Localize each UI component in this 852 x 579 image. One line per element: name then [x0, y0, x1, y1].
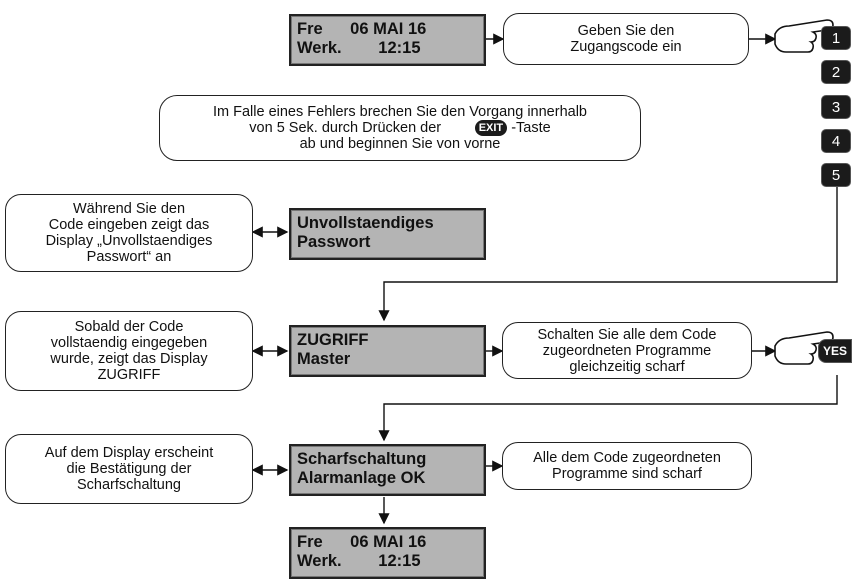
note-line: Auf dem Display erscheint	[44, 445, 214, 461]
display-incomplete: Unvollstaendiges Passwort	[289, 208, 486, 260]
display-line-1: Unvollstaendiges	[297, 214, 434, 232]
note-line: ab und beginnen Sie von vorne	[299, 136, 501, 153]
display-line-2: Alarmanlage OK	[297, 469, 426, 487]
note-line: zugeordneten Programme	[542, 342, 712, 359]
note-confirm: Auf dem Display erscheint die Bestätigun…	[5, 434, 253, 504]
display-line-2: Passwort	[297, 233, 371, 251]
note-line: Code eingeben zeigt das	[48, 217, 210, 233]
display-end: Fre 06 MAI 16 Werk. 12:15	[289, 527, 486, 579]
display-line-1: ZUGRIFF	[297, 331, 369, 349]
key-1[interactable]: 1	[821, 26, 851, 50]
note-line: Alle dem Code zugeordneten	[533, 450, 721, 466]
note-line: Sobald der Code	[74, 319, 184, 335]
exit-key: EXIT	[474, 120, 508, 137]
note-line: Passwort“ an	[86, 249, 172, 265]
note-line: gleichzeitig scharf	[569, 358, 685, 375]
note-line: Zugangscode ein	[570, 39, 682, 55]
note-line: Schalten Sie alle dem Code	[537, 326, 717, 343]
display-armed: Scharfschaltung Alarmanlage OK	[289, 444, 486, 496]
note-line: wurde, zeigt das Display	[50, 351, 208, 367]
key-2[interactable]: 2	[821, 60, 851, 84]
key-5[interactable]: 5	[821, 163, 851, 187]
note-error-reset: Im Falle eines Fehlers brechen Sie den V…	[159, 95, 641, 161]
note-line: Im Falle eines Fehlers brechen Sie den V…	[212, 103, 587, 120]
note-arm-all: Schalten Sie alle dem Code zugeordneten …	[502, 322, 752, 379]
note-text: von 5 Sek. durch Drücken der	[249, 119, 442, 136]
exit-key-icon: EXIT	[445, 120, 508, 137]
yes-key[interactable]: YES	[818, 339, 852, 363]
note-text: -Taste	[511, 119, 551, 136]
note-code-complete: Sobald der Code vollstaendig eingegeben …	[5, 311, 253, 391]
key-4[interactable]: 4	[821, 129, 851, 153]
display-line-2: Werk. 12:15	[297, 552, 421, 570]
display-access: ZUGRIFF Master	[289, 325, 486, 377]
display-line-2: Werk. 12:15	[297, 39, 421, 57]
hand-pointer-icon	[774, 331, 834, 365]
note-line: Programme sind scharf	[552, 466, 702, 482]
note-line: Geben Sie den	[577, 23, 675, 39]
note-while-typing: Während Sie den Code eingeben zeigt das …	[5, 194, 253, 272]
display-line-1: Scharfschaltung	[297, 450, 427, 468]
display-line-2: Master	[297, 350, 351, 368]
note-line: Scharfschaltung	[77, 477, 181, 493]
note-enter-code: Geben Sie den Zugangscode ein	[503, 13, 749, 65]
display-line-1: Fre 06 MAI 16	[297, 533, 427, 551]
note-line: ZUGRIFF	[97, 367, 161, 383]
note-line: Display „Unvollstaendiges	[45, 233, 213, 249]
note-line: die Bestätigung der	[66, 461, 192, 477]
note-line: vollstaendig eingegeben	[50, 335, 208, 351]
note-all-armed: Alle dem Code zugeordneten Programme sin…	[502, 442, 752, 490]
note-line: von 5 Sek. durch Drücken der EXIT -Taste	[213, 119, 587, 137]
key-3[interactable]: 3	[821, 95, 851, 119]
hand-pointer-icon	[774, 19, 834, 53]
display-start: Fre 06 MAI 16 Werk. 12:15	[289, 14, 486, 66]
note-line: Während Sie den	[72, 201, 186, 217]
display-line-1: Fre 06 MAI 16	[297, 20, 427, 38]
